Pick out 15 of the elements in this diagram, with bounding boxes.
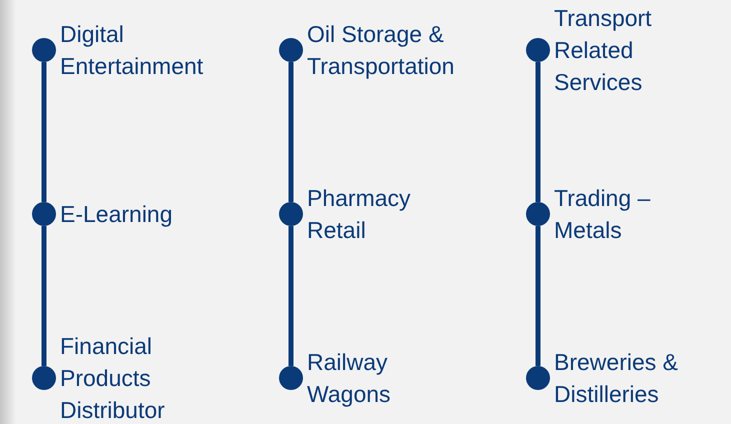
category-label: Breweries & Distilleries — [554, 348, 679, 409]
category-label: Oil Storage & Transportation — [307, 20, 456, 81]
connector-line — [288, 62, 294, 202]
category-label: Railway Wagons — [307, 348, 392, 409]
connector-line — [288, 226, 294, 366]
category-label: Transport Related Services — [554, 4, 653, 97]
connector-line — [42, 226, 46, 366]
connector-line — [536, 226, 540, 366]
connector-line — [536, 62, 540, 202]
category-label: Financial Products Distributor — [60, 332, 166, 424]
category-label: Digital Entertainment — [60, 20, 204, 81]
category-label: Trading – Metals — [554, 184, 652, 245]
category-label: E-Learning — [60, 200, 174, 229]
connector-line — [42, 62, 46, 202]
category-label: Pharmacy Retail — [307, 184, 412, 245]
